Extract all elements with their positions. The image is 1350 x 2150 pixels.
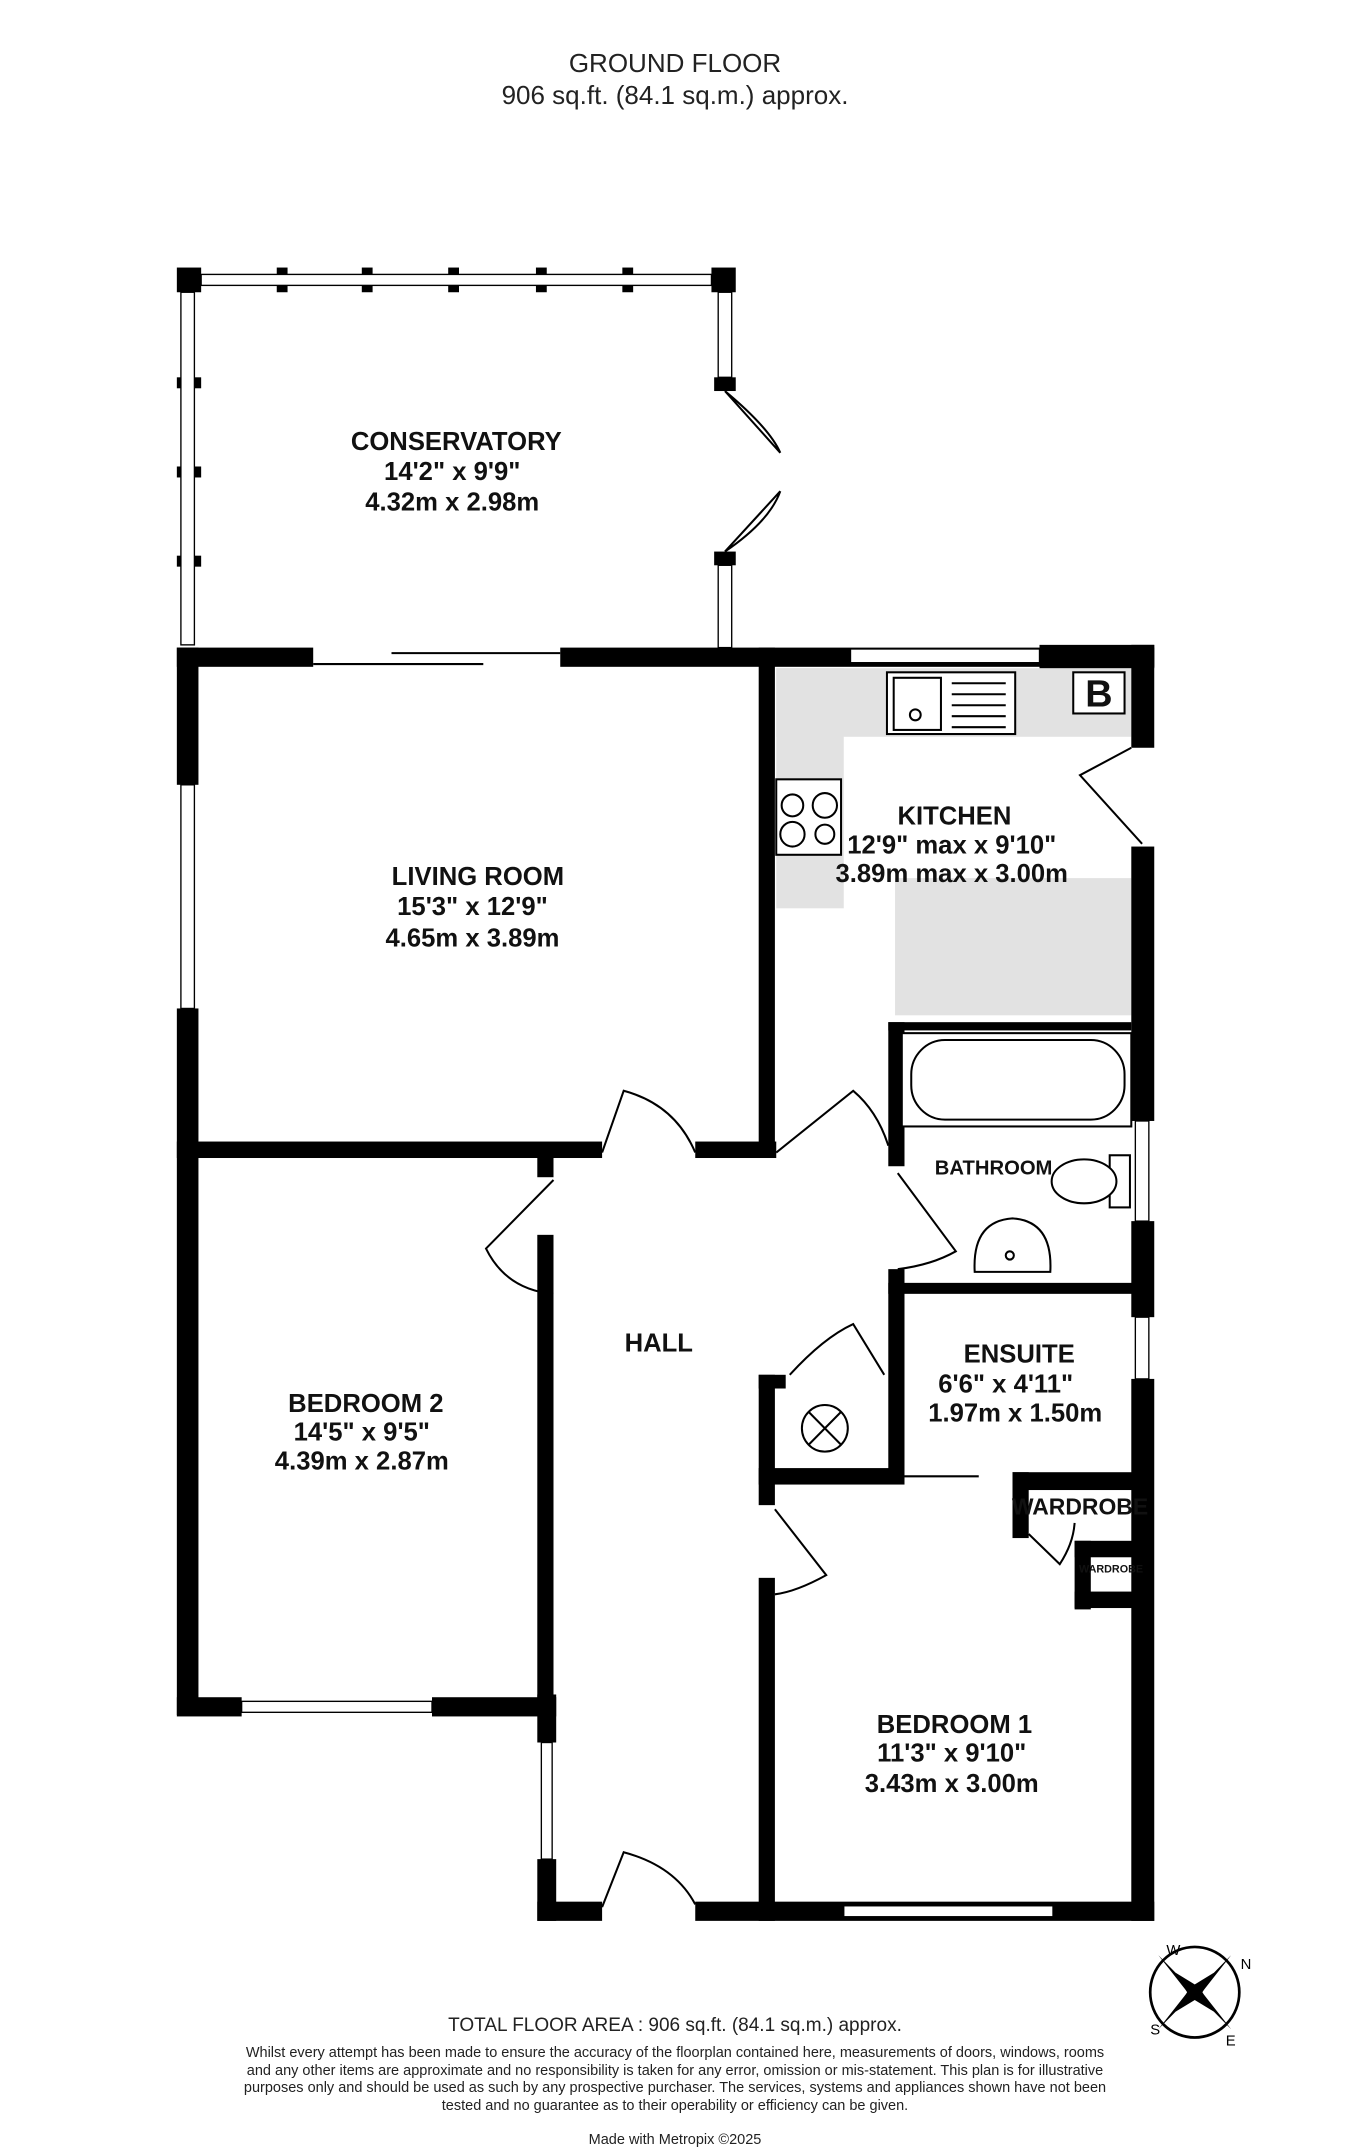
room-dim-imperial: 12'9" max x 9'10" [847,831,1056,859]
room-name: LIVING ROOM [392,863,564,891]
sink-icon [885,671,1017,736]
room-name: ENSUITE [964,1340,1075,1368]
room-name: BEDROOM 1 [877,1711,1032,1739]
compass-icon: W N S E [1148,1942,1252,2050]
room-dim-metric: 1.97m x 1.50m [928,1399,1102,1427]
room-name: HALL [625,1329,693,1357]
boiler-label: B [1085,673,1112,715]
room-name: CONSERVATORY [351,428,562,456]
boiler-icon [1072,671,1126,715]
compass-n: N [1241,1956,1252,1973]
floor-area: 906 sq.ft. (84.1 sq.m.) approx. [501,80,849,110]
disclaimer: Whilst every attempt has been made to en… [243,2045,1107,2114]
room-dim-metric: 3.43m x 3.00m [865,1770,1039,1798]
compass-e: E [1226,2033,1236,2050]
windows [180,273,1150,1918]
room-name: WARDROBE [1012,1494,1148,1520]
room-name: KITCHEN [897,802,1011,830]
room-name: BATHROOM [935,1157,1053,1179]
room-dim-imperial: 14'5" x 9'5" [294,1418,430,1446]
kitchen-worktops [776,668,1132,1016]
hob-icon [775,778,843,856]
basin-icon [973,1217,1052,1273]
bath-icon [900,1032,1133,1128]
room-dim-metric: 4.32m x 2.98m [365,488,539,516]
room-dim-imperial: 14'2" x 9'9" [384,458,520,486]
compass-s: S [1150,2022,1160,2039]
toilet-icon [1050,1154,1131,1209]
room-dim-metric: 4.39m x 2.87m [275,1447,449,1475]
room-dim-imperial: 11'3" x 9'10" [877,1740,1026,1768]
room-dim-imperial: 6'6" x 4'11" [938,1370,1073,1398]
room-dim-imperial: 15'3" x 12'9" [397,893,548,921]
room-name: BEDROOM 2 [288,1390,443,1418]
doors[interactable] [313,390,1143,1908]
credit: Made with Metropix ©2025 [588,2132,762,2148]
room-dim-metric: 3.89m max x 3.00m [836,860,1068,888]
floor-title: GROUND FLOOR [568,48,782,78]
room-name: WARDROBE [1079,1563,1143,1575]
cylinder-icon [800,1403,849,1453]
total-floor-area: TOTAL FLOOR AREA : 906 sq.ft. (84.1 sq.m… [448,2015,902,2036]
compass-w: W [1166,1942,1181,1959]
room-dim-metric: 4.65m x 3.89m [386,925,560,953]
